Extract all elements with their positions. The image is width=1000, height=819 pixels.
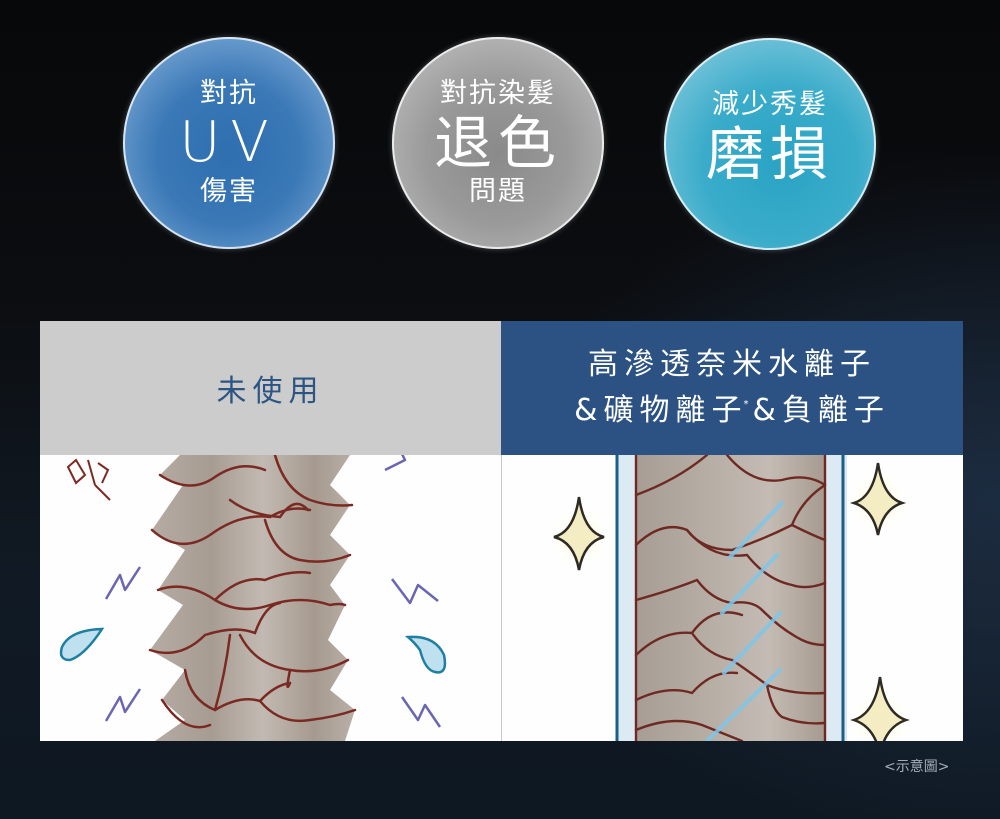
badge-hair-wear: 減少秀髮 磨損 <box>664 38 876 250</box>
badge-uv-main: UV <box>179 110 279 175</box>
footnote-asterisk: * <box>743 399 755 410</box>
badge-uv-protection: 對抗 UV 傷害 <box>123 37 335 249</box>
header-without-label: 未使用 <box>216 374 325 409</box>
header-without: 未使用 <box>40 321 501 455</box>
badge-fade-top: 對抗染髮 <box>440 78 556 109</box>
illustration-smooth-hair <box>502 455 963 741</box>
badge-fade-bottom: 問題 <box>469 176 527 207</box>
header-line2-part-b: &負離子 <box>752 393 890 428</box>
header-with-line1: 高滲透奈米水離子 <box>588 347 876 382</box>
header-with-ions: 高滲透奈米水離子 &礦物離子*&負離子 <box>501 321 963 455</box>
header-line2-part-a: &礦物離子 <box>574 393 748 428</box>
panel-divider <box>501 455 502 741</box>
illustration-footnote: <示意圖> <box>884 759 950 775</box>
header-with-line2: &礦物離子*&負離子 <box>574 388 890 434</box>
badge-fade-main: 退色 <box>433 109 562 177</box>
illustration-damaged-hair <box>40 455 501 741</box>
badge-wear-main: 磨損 <box>705 120 834 188</box>
comparison-panel: 未使用 高滲透奈米水離子 &礦物離子*&負離子 <box>40 321 963 741</box>
badge-wear-top: 減少秀髮 <box>712 89 828 120</box>
badge-color-fade: 對抗染髮 退色 問題 <box>392 37 604 249</box>
badge-uv-top: 對抗 <box>200 78 258 109</box>
badge-uv-bottom: 傷害 <box>200 176 258 207</box>
